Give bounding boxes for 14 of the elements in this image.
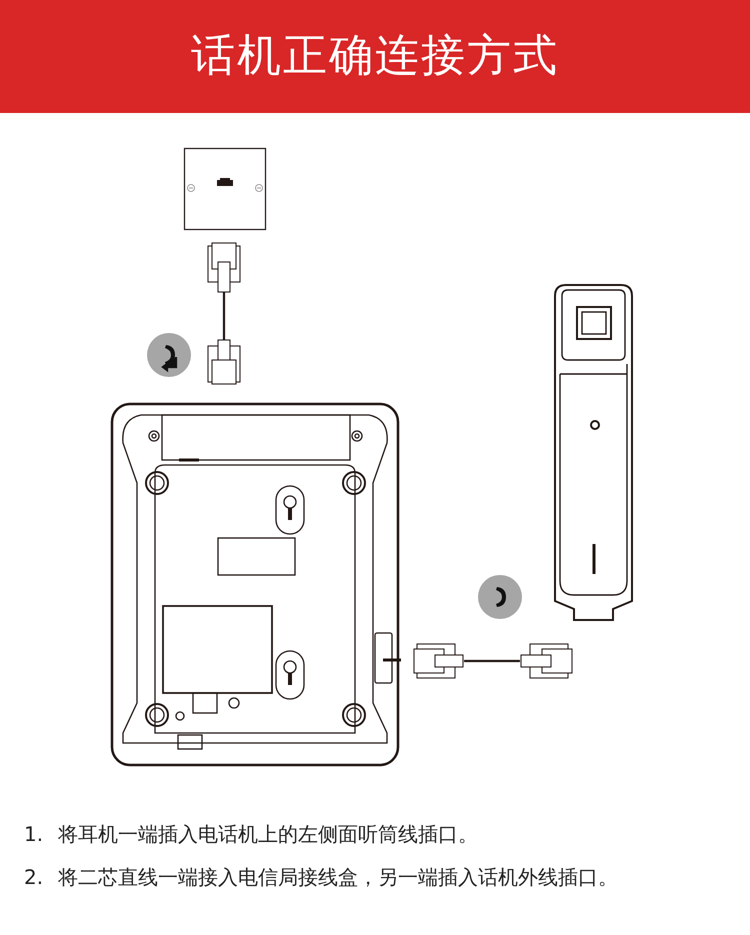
telephone-base-drawing (111, 403, 399, 766)
cable (222, 292, 226, 340)
instruction-text: 将耳机一端插入电话机上的左侧面听筒线插口。 (58, 821, 478, 847)
step-number: 2. (24, 864, 44, 890)
plug-drawing (207, 243, 241, 292)
step-number: 1. (24, 821, 44, 847)
plug-drawing (520, 643, 573, 679)
plug-drawing (413, 643, 464, 679)
plug-drawing (207, 340, 241, 385)
wall-socket-drawing (184, 148, 266, 230)
title: 话机正确连接方式 (190, 29, 560, 83)
cable (464, 660, 520, 662)
handset-drawing (554, 284, 633, 621)
instruction-text: 将二芯直线一端接入电信局接线盒，另一端插入话机外线插口。 (58, 864, 618, 890)
